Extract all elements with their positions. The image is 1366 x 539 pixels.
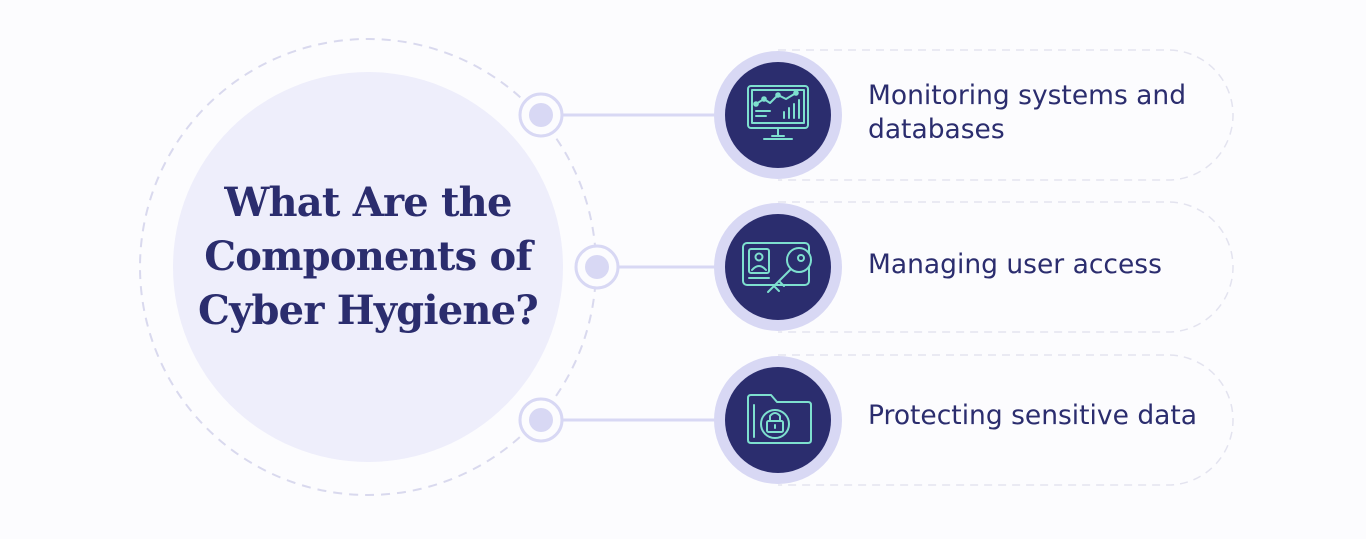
title-line-2: Components of xyxy=(204,233,532,280)
title-line-3: Cyber Hygiene? xyxy=(198,287,539,334)
item-label-monitoring: Monitoring systems and databases xyxy=(868,80,1187,145)
connector-node-1 xyxy=(518,92,564,138)
title-line-1: What Are the xyxy=(224,179,512,226)
item-label-sensitive-data: Protecting sensitive data xyxy=(868,400,1198,431)
title-circle xyxy=(173,72,563,462)
connector-node-3 xyxy=(518,397,564,443)
item-label-user-access: Managing user access xyxy=(868,249,1162,280)
diagram-title: What Are the Components of Cyber Hygiene… xyxy=(173,176,563,338)
connector-node-2 xyxy=(574,244,620,290)
item-pill-3 xyxy=(778,354,1234,486)
item-pill-1 xyxy=(778,49,1234,181)
item-badge-3 xyxy=(714,356,842,484)
monitor-chart-icon xyxy=(747,85,809,140)
item-badge-2 xyxy=(714,203,842,331)
item-badge-1 xyxy=(714,51,842,179)
item-pill-2 xyxy=(778,201,1234,333)
locked-folder-icon xyxy=(747,394,812,444)
id-card-key-icon xyxy=(742,242,812,293)
